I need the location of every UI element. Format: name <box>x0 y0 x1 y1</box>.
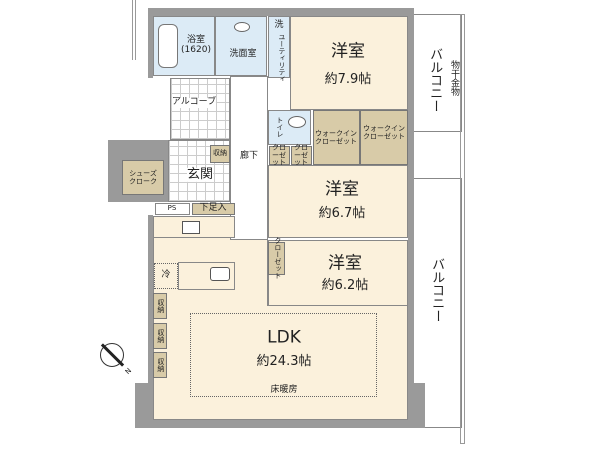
toilet-label: トイレ <box>275 116 284 138</box>
utility <box>268 16 290 78</box>
balcony-right-label: バルコニー <box>429 257 445 323</box>
bath-name: 浴室 <box>186 35 205 46</box>
closet-b <box>291 146 312 165</box>
storage-1-label: 収納 <box>156 299 165 313</box>
utility-label: ユーティリティ <box>277 33 286 83</box>
closet-c <box>268 242 285 275</box>
closet-b-label: クローゼット <box>294 143 308 167</box>
wall-corner-left <box>135 383 157 428</box>
entrance-label: 玄関 <box>186 166 214 183</box>
drying-rack-label: 物干金物 <box>448 60 459 96</box>
ldk-lower <box>153 306 408 420</box>
wall-top <box>148 8 414 16</box>
closet-c-label: クローゼット <box>273 237 282 279</box>
storage-3 <box>153 352 167 378</box>
compass-north-label: N <box>123 366 134 377</box>
shoe-box <box>192 203 235 215</box>
wall-left <box>148 215 153 425</box>
bedroom-3-size: 約6.2帖 <box>321 277 369 293</box>
storage-1 <box>153 293 167 319</box>
entrance-storage <box>210 145 230 163</box>
bedroom-1-size: 約7.9帖 <box>324 71 372 87</box>
bedroom-1-name: 洋室 <box>331 41 365 62</box>
ldk-name: LDK <box>267 327 301 348</box>
entrance-storage-label: 収納 <box>213 149 227 158</box>
balcony-rail <box>460 14 465 444</box>
laundry-label: 洗 <box>274 20 284 31</box>
bedroom-2-size: 約6.7帖 <box>318 205 366 221</box>
wic-2-label: ウォークインクローゼット <box>363 124 405 140</box>
floor-heating-label: 床暖房 <box>270 385 298 396</box>
balcony-top-label: バルコニー <box>427 47 443 113</box>
bath-label: 浴室(1620) <box>181 35 211 56</box>
bedroom-1 <box>290 16 408 110</box>
bathtub-icon <box>158 24 178 68</box>
storage-2 <box>153 323 167 349</box>
alcove-label: アルコーブ <box>171 97 217 108</box>
toilet-icon <box>288 116 306 128</box>
bedroom-3-name: 洋室 <box>328 253 362 274</box>
bedroom-3 <box>268 240 408 306</box>
compass-icon <box>100 343 125 367</box>
toilet <box>268 110 311 145</box>
wic-1-label: ウォークインクローゼット <box>315 129 357 145</box>
shoe-box-label: 下足入 <box>199 203 227 214</box>
storage-2-label: 収納 <box>156 329 165 343</box>
shoes-cloak <box>122 160 164 195</box>
walk-in-closet-1 <box>313 110 360 165</box>
bath-size: (1620) <box>181 45 211 55</box>
compass-needle <box>100 343 125 367</box>
floor-heating-area <box>190 313 377 397</box>
bedroom-2-name: 洋室 <box>325 179 359 200</box>
outer-line <box>132 0 136 60</box>
corridor <box>230 76 268 240</box>
closet-a <box>269 146 290 165</box>
ps-label: PS <box>167 204 177 213</box>
closet-a-label: クローゼット <box>272 143 286 167</box>
wall-bottom <box>148 420 413 428</box>
fridge-label: 冷 <box>161 270 171 281</box>
storage-3-label: 収納 <box>156 358 165 372</box>
wall-right <box>408 8 414 428</box>
bedroom-2 <box>268 165 408 238</box>
sink-icon <box>234 22 250 32</box>
alcove <box>170 78 230 140</box>
wall-left-top <box>148 8 153 78</box>
walk-in-closet-2 <box>360 110 408 165</box>
pipe-space <box>155 203 190 215</box>
kitchen-sink-icon <box>210 267 230 281</box>
ldk-size: 約24.3帖 <box>256 353 312 369</box>
washroom-label: 洗面室 <box>229 49 257 60</box>
wall-corner-right <box>405 383 425 428</box>
stove-icon <box>182 221 200 234</box>
fridge-space <box>154 263 178 289</box>
shoes-cloak-label: シューズクローク <box>129 169 157 185</box>
corridor-label: 廊下 <box>239 151 259 162</box>
